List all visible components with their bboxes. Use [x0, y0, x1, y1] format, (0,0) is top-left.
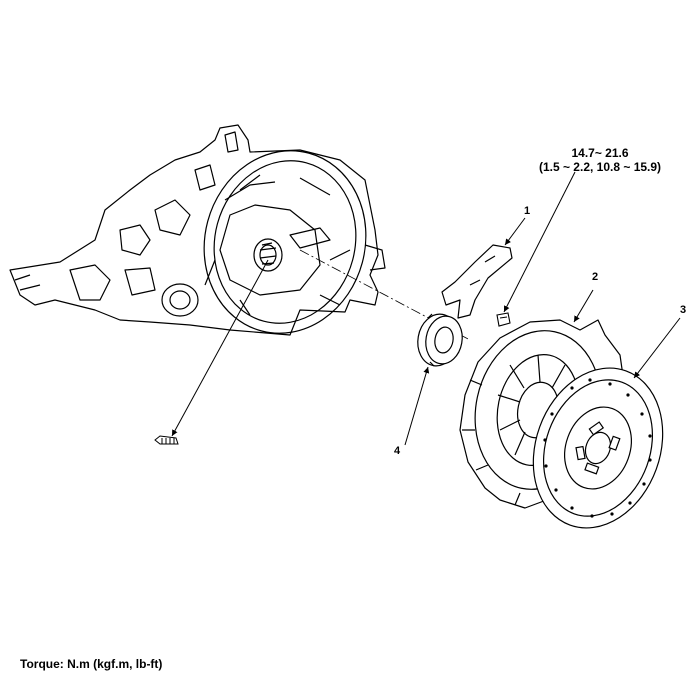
callout-2-label: 2 [592, 271, 599, 283]
bolt-part [496, 312, 511, 327]
torque-units-note: Torque: N.m (kgf.m, lb-ft) [20, 657, 163, 671]
torque-spec: 14.7~ 21.6 (1.5 ~ 2.2, 10.8 ~ 15.9) [520, 146, 680, 174]
callout-1-leader [504, 217, 526, 246]
torque-leader [503, 171, 576, 313]
callout-1-label: 1 [524, 205, 531, 217]
callout-2-leader [573, 289, 594, 323]
release-fork-part [441, 244, 513, 319]
callout-4-label: 4 [394, 445, 401, 457]
callout-3-label: 3 [680, 304, 687, 316]
callout-4-leader [404, 366, 430, 446]
torque-spec-line1: 14.7~ 21.6 [571, 146, 629, 160]
release-bearing-part [417, 313, 463, 367]
transaxle-housing [9, 124, 386, 336]
spring-clip-part [154, 259, 269, 445]
clutch-disc-part [532, 367, 664, 529]
callout-3-leader [633, 317, 681, 379]
torque-spec-line2: (1.5 ~ 2.2, 10.8 ~ 15.9) [538, 160, 662, 174]
center-axis-line [299, 249, 471, 341]
